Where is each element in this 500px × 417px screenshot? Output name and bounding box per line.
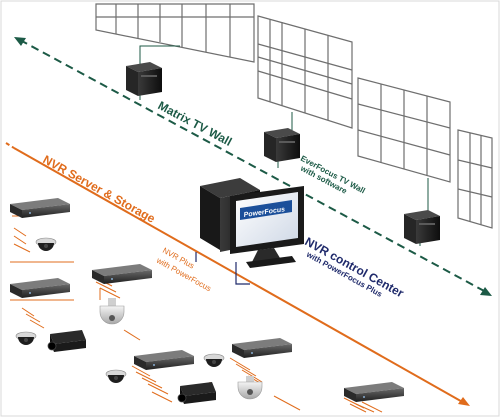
matrix-line [14, 37, 492, 296]
box-camera-icon [177, 382, 216, 404]
box-camera-icon [47, 330, 86, 352]
tv-wall-panel [95, 3, 255, 63]
speed-dome-camera-icon [99, 298, 125, 325]
nvr-recorder-icon [10, 278, 70, 298]
control-connectors [195, 252, 250, 285]
nvr-line-arrow [458, 397, 470, 406]
nvr-recorder-icon [10, 198, 70, 218]
pc-tower-icon [126, 62, 162, 96]
pc-tower-icon [404, 210, 440, 244]
nvr-recorder-icon [344, 382, 404, 402]
speed-dome-camera-icon [237, 376, 263, 400]
workstation-monitor-icon [200, 178, 304, 268]
tv-wall-panel [457, 129, 493, 229]
dome-camera-icon [35, 237, 57, 251]
nvr-recorder-icon [92, 264, 152, 284]
dome-camera-icon [203, 353, 225, 367]
tv-wall-panel [357, 77, 451, 183]
dome-camera-icon [15, 331, 37, 345]
dome-camera-icon [105, 369, 127, 383]
pc-tower-icon [264, 128, 300, 162]
nvr-recorder-icon [232, 338, 292, 358]
tv-wall-panel [257, 15, 353, 129]
nvr-recorder-icon [134, 350, 194, 370]
